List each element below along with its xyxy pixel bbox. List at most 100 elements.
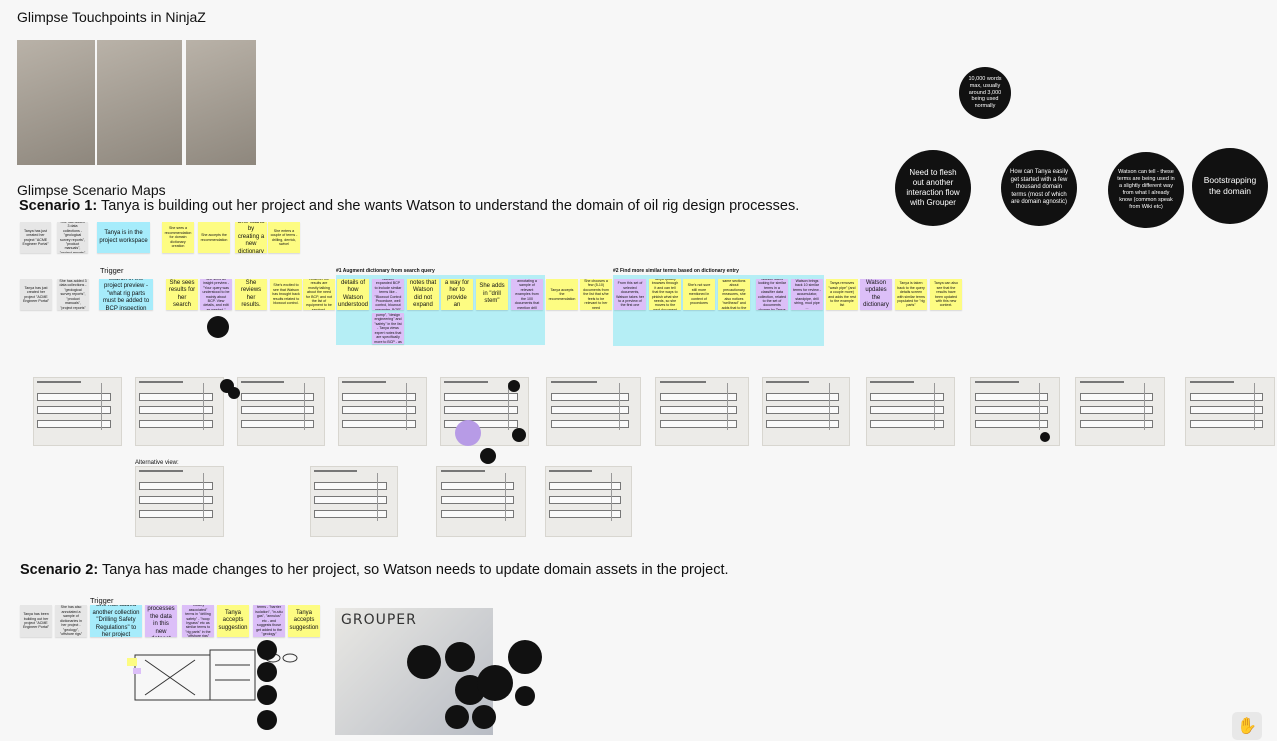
hand-icon: ✋ [1237,718,1257,735]
scenario-1-text: Tanya is building out her project and sh… [97,198,800,214]
sticky-note[interactable]: Tanya is in the project workspace [97,222,150,253]
sticky-note[interactable]: She adds in "drill stem" [476,279,508,310]
sticky-note[interactable]: Tanya runs a search in the project previ… [99,279,153,310]
comment-dot[interactable] [1040,432,1050,442]
wireframe-sketch[interactable] [237,377,325,446]
comment-dot[interactable] [515,686,535,706]
sticky-note[interactable]: Tanya accepts the recommendation [546,279,578,310]
comment-dot[interactable] [455,420,481,446]
sticky-note[interactable]: She views details of how Watson understo… [337,279,369,310]
sticky-note[interactable]: Watson recommends annotating a sample of… [511,279,543,310]
sticky-note[interactable]: Watson brings back 10 similar terms for … [791,279,823,310]
scenario-maps-title: Glimpse Scenario Maps [17,182,166,198]
hand-tool-button[interactable]: ✋ [1232,712,1262,740]
sticky-note[interactable]: She enters a couple of terms - drilling,… [268,222,300,253]
comment-dot[interactable] [207,316,229,338]
photo-label: GROUPER [341,612,417,628]
scenario-2-text: Tanya has made changes to her project, s… [98,562,729,578]
sticky-note[interactable]: She has added another collection "Drilli… [90,605,142,637]
sticky-note[interactable]: She starts by creating a new dictionary [235,222,267,253]
sketch-drawing[interactable] [125,640,310,705]
sticky-note[interactable]: Watson starts looking for similar terms … [756,279,788,310]
wireframe-sketch[interactable] [545,466,632,537]
wireframe-sketch[interactable] [866,377,955,446]
sticky-note[interactable]: From this set of selected documents, Wat… [614,279,646,310]
scenario-1-label: Scenario 1: [19,198,98,214]
wireframe-sketch[interactable] [546,377,641,446]
comment-circle[interactable]: How can Tanya easily get started with a … [1001,150,1077,226]
sticky-note[interactable]: She has added 3 data collections - "geol… [57,222,88,253]
photo-touchpoints-3[interactable] [186,40,256,165]
scenario-2-label: Scenario 2: [20,562,99,578]
sticky-note[interactable]: It is also including "crane pump", "desi… [372,313,404,344]
comment-circle[interactable]: Watson can tell - these terms are being … [1108,152,1184,228]
scenario-1-heading: Scenario 1: Tanya is building out her pr… [19,198,799,214]
comment-dot[interactable] [445,642,475,672]
wireframe-sketch[interactable] [436,466,526,537]
wireframe-sketch[interactable] [135,377,224,446]
sticky-note[interactable]: Tanya has just created her project "ACME… [20,222,51,253]
wireframe-sketch[interactable] [310,466,398,537]
comment-dot[interactable] [445,705,469,729]
comment-dot[interactable] [472,705,496,729]
trigger-label: Trigger [100,266,124,275]
photo-touchpoints-2[interactable] [97,40,182,165]
wireframe-sketch[interactable] [762,377,850,446]
sticky-note[interactable]: She accepts the recommendation [198,222,230,253]
sticky-note[interactable]: She sees a recommendation for domain dic… [162,222,194,253]
wireframe-sketch[interactable] [1185,377,1275,446]
sticky-note[interactable]: Tanya removes "wash pipe" (and a couple … [826,279,858,310]
photo-touchpoints-1[interactable] [17,40,95,165]
sticky-note[interactable]: She sees a way for her to provide an exa… [441,279,473,310]
comment-dot[interactable] [257,685,277,705]
sticky-note[interactable]: Watson picks up terms - "barrier isolati… [253,605,285,637]
sticky-note[interactable]: While skilled same sections about precau… [718,279,750,310]
sticky-note[interactable]: She has also annotated a sample of dicti… [55,605,87,637]
comment-dot[interactable] [407,645,441,679]
comment-dot[interactable] [257,710,277,730]
trigger-label-2: Trigger [90,596,114,605]
wireframe-sketch[interactable] [1075,377,1165,446]
alternative-view-label: Alternative view: [135,460,179,466]
scenario-2-heading: Scenario 2: Tanya has made changes to he… [20,562,729,578]
sticky-note[interactable]: Watson updates the dictionary [860,279,892,310]
comment-dot[interactable] [508,640,542,674]
comment-dot[interactable] [257,640,277,660]
region-augment-dictionary[interactable] [336,275,545,345]
sticky-note[interactable]: Tanya has been building out her project … [20,605,52,637]
wireframe-sketch[interactable] [338,377,427,446]
sticky-note[interactable]: Tanya quickly browses through it and can… [649,279,681,310]
sticky-note[interactable]: She sees an insight preview - "Your quer… [200,279,232,310]
comment-dot[interactable] [257,662,277,682]
comment-dot[interactable] [477,665,513,701]
wireframe-sketch[interactable] [655,377,749,446]
sticky-note[interactable]: She's not sure still more mentioned in c… [683,279,715,310]
comment-circle[interactable]: Need to flesh out another interaction fl… [895,150,971,226]
sticky-note[interactable]: Tanya accepts suggestion [217,605,249,637]
comment-dot[interactable] [228,387,240,399]
sticky-note[interactable]: Tanya is taken back to the query details… [895,279,927,310]
sticky-note[interactable]: Tanya has just created her project "ACME… [20,279,52,310]
sticky-note[interactable]: Tanya can also see that the results have… [930,279,962,310]
sticky-note[interactable]: She sees results for her search [166,279,198,310]
sticky-note[interactable]: She reviews her results. [235,279,267,310]
sticky-note[interactable]: She's excited to see that Watson has bro… [270,279,302,310]
sticky-note[interactable]: She also notes that Watson did not expan… [407,279,439,310]
sticky-note[interactable]: She has added 3 data collections - "geol… [57,279,89,310]
sticky-note[interactable]: She chooses a few (5-10) documents from … [580,279,612,310]
sticky-note[interactable]: However the results are mostly talking a… [303,279,335,310]
board-title: Glimpse Touchpoints in NinjaZ [17,9,206,25]
comment-circle[interactable]: 10,000 words max, usually around 3,000 b… [959,67,1011,119]
comment-dot[interactable] [512,428,526,442]
region-2-label: #2 Find more similar terms based on dict… [613,268,739,274]
comment-circle[interactable]: Bootstrapping the domain [1192,148,1268,224]
comment-dot[interactable] [508,380,520,392]
sticky-note[interactable]: Tanya accepts suggestion [288,605,320,637]
region-1-label: #1 Augment dictionary from search query [336,268,435,274]
wireframe-sketch[interactable] [33,377,122,446]
comment-dot[interactable] [480,448,496,464]
wireframe-sketch[interactable] [135,466,224,537]
sticky-note[interactable]: Watson processes the data in this new da… [145,605,177,637]
sticky-note[interactable]: Watson expanded BCP to include similar t… [372,279,404,310]
sticky-note[interactable]: Watson suggests "closely associated" ter… [182,605,214,637]
